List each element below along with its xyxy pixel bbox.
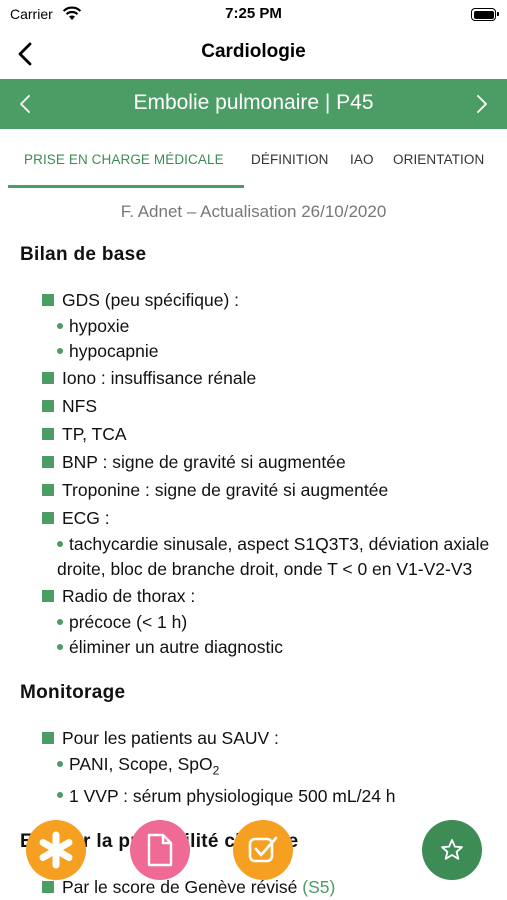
list-item: Iono : insuffisance rénale — [42, 364, 500, 392]
list-item-text: Pour les patients au SAUV : — [62, 728, 279, 748]
wifi-icon — [62, 6, 82, 20]
bullet-square — [42, 428, 54, 440]
sub-list-item: tachycardie sinusale, aspect S1Q3T3, dév… — [57, 532, 500, 582]
bullet-square — [42, 456, 54, 468]
document-fab-button[interactable] — [130, 820, 190, 880]
tab-prise-en-charge[interactable]: PRISE EN CHARGE MÉDICALE — [24, 152, 224, 167]
score-link[interactable]: (S5) — [302, 876, 336, 897]
bullet-dot — [57, 322, 63, 329]
star-icon — [441, 839, 463, 860]
probabilite-list: Par le score de Genève révisé (S5) — [20, 873, 500, 900]
chevron-left-icon — [18, 42, 32, 66]
list-item: GDS (peu spécifique) : hypoxie hypocapni… — [42, 286, 500, 364]
previous-topic-button[interactable] — [10, 89, 40, 119]
list-item: ECG : tachycardie sinusale, aspect S1Q3T… — [42, 504, 500, 582]
battery-icon — [471, 8, 499, 21]
sub-list-item: éliminer un autre diagnostic — [57, 635, 500, 660]
list-item-text: NFS — [62, 396, 97, 416]
checklist-fab-button[interactable] — [233, 820, 293, 880]
list-item-text: Troponine : signe de gravité si augmenté… — [62, 480, 389, 500]
favorite-fab-button[interactable] — [422, 820, 482, 880]
sub-list-item: précoce (< 1 h) — [57, 610, 500, 635]
tab-orientation[interactable]: ORIENTATION — [393, 152, 485, 167]
list-item-text: BNP : signe de gravité si augmentée — [62, 452, 346, 472]
list-item-text: TP, TCA — [62, 424, 127, 444]
list-item-text: Radio de thorax : — [62, 586, 196, 606]
carrier-label: Carrier — [10, 6, 53, 22]
bullet-dot — [57, 643, 63, 650]
status-time: 7:25 PM — [225, 5, 282, 22]
bullet-square — [42, 590, 54, 602]
nav-title: Cardiologie — [201, 41, 306, 62]
list-item-text: Par le score de Genève révisé — [62, 876, 298, 897]
asterisk-fab-button[interactable] — [26, 820, 86, 880]
chevron-right-icon — [477, 95, 487, 113]
bullet-dot — [57, 792, 63, 799]
tab-iao[interactable]: IAO — [350, 152, 374, 167]
list-item-text: GDS (peu spécifique) : — [62, 290, 240, 310]
status-bar: Carrier 7:25 PM — [0, 0, 507, 30]
sub-list-item-text: éliminer un autre diagnostic — [69, 637, 284, 657]
monitorage-list: Pour les patients au SAUV : PANI, Scope,… — [20, 724, 500, 809]
content-body: Bilan de base GDS (peu spécifique) : hyp… — [20, 232, 500, 900]
list-item: BNP : signe de gravité si augmentée — [42, 448, 500, 476]
sub-list-item: hypocapnie — [57, 339, 500, 364]
subscript-text: 2 — [212, 763, 220, 778]
tab-bar: PRISE EN CHARGE MÉDICALE DÉFINITION IAO … — [0, 130, 507, 190]
bullet-square — [42, 512, 54, 524]
sub-list-item: hypoxie — [57, 314, 500, 339]
document-icon — [147, 833, 173, 867]
checkbox-icon — [248, 836, 278, 863]
sub-list-item-text: 1 VVP : sérum physiologique 500 mL/24 h — [69, 785, 396, 806]
list-item: Par le score de Genève révisé (S5) — [42, 873, 500, 900]
chevron-left-icon — [20, 95, 30, 113]
sub-list-item: PANI, Scope, SpO2 — [57, 752, 500, 784]
bullet-dot — [57, 540, 63, 547]
bullet-square — [42, 484, 54, 496]
list-item-text: Iono : insuffisance rénale — [62, 368, 257, 388]
bullet-dot — [57, 347, 63, 354]
sub-list-item-text: PANI, Scope, SpO — [69, 754, 213, 774]
list-item: NFS — [42, 392, 500, 420]
sub-list-item-text: précoce (< 1 h) — [69, 612, 188, 632]
sub-list-item-text: hypocapnie — [69, 341, 159, 361]
section-heading-monitorage: Monitorage — [20, 682, 126, 703]
list-item: Troponine : signe de gravité si augmenté… — [42, 476, 500, 504]
bullet-square — [42, 372, 54, 384]
tab-definition[interactable]: DÉFINITION — [251, 152, 329, 167]
active-tab-indicator — [8, 185, 244, 188]
sub-list-item-text: tachycardie sinusale, aspect S1Q3T3, dév… — [57, 534, 490, 579]
list-item: Pour les patients au SAUV : PANI, Scope,… — [42, 724, 500, 809]
sub-list-item: 1 VVP : sérum physiologique 500 mL/24 h — [57, 784, 500, 809]
topic-title: Embolie pulmonaire | P45 — [133, 91, 374, 114]
bullet-square — [42, 400, 54, 412]
back-button[interactable] — [10, 38, 40, 70]
section-heading-bilan: Bilan de base — [20, 244, 147, 265]
list-item: TP, TCA — [42, 420, 500, 448]
bullet-square — [42, 294, 54, 306]
bilan-list: GDS (peu spécifique) : hypoxie hypocapni… — [20, 286, 500, 660]
bullet-dot — [57, 618, 63, 625]
sub-list-item-text: hypoxie — [69, 316, 130, 336]
topic-header: Embolie pulmonaire | P45 — [0, 79, 507, 129]
asterisk-icon — [39, 831, 73, 869]
list-item-text: ECG : — [62, 508, 110, 528]
next-topic-button[interactable] — [467, 89, 497, 119]
bullet-dot — [57, 760, 63, 767]
navigation-bar: Cardiologie — [0, 30, 507, 78]
bullet-square — [42, 732, 54, 744]
bullet-square — [42, 880, 54, 893]
list-item: Radio de thorax : précoce (< 1 h) élimin… — [42, 582, 500, 660]
author-line: F. Adnet – Actualisation 26/10/2020 — [120, 202, 387, 221]
